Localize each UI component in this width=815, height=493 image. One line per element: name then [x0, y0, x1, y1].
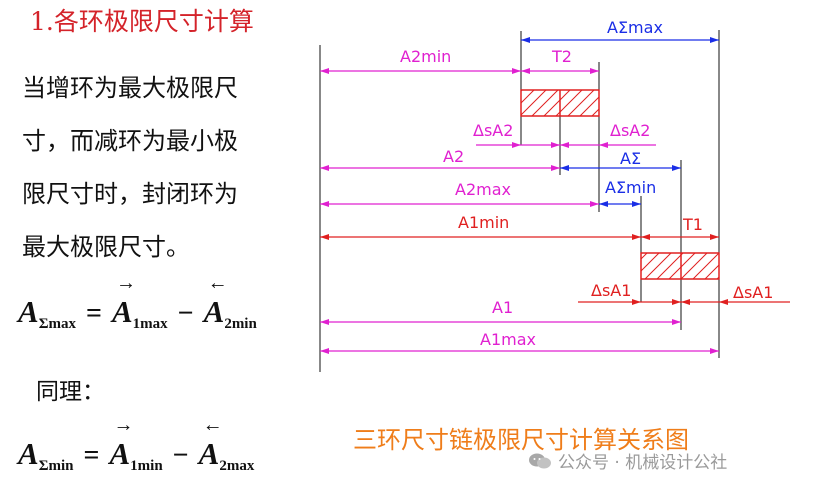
arrowhead-icon: [710, 348, 719, 354]
label-ds-a1-right: ΔsA1: [733, 283, 773, 302]
label-a-sigma-min: AΣmin: [605, 178, 656, 197]
paragraph-line-4: 最大极限尺寸。: [22, 233, 190, 261]
label-a-sigma-max: AΣmax: [607, 18, 663, 37]
label-a-sigma: AΣ: [620, 149, 641, 168]
formula-max: AΣmax = →A1max − ←A2min: [18, 272, 257, 333]
arrowhead-icon: [320, 348, 329, 354]
arrowhead-icon: [320, 201, 329, 207]
arrowhead-icon: [521, 37, 530, 43]
similarly-label: 同理：: [36, 379, 105, 405]
formula-min-term1: →A1min: [109, 414, 163, 474]
diagram-caption: 三环尺寸链极限尺寸计算关系图: [353, 426, 689, 454]
arrowhead-icon: [521, 68, 530, 74]
arrowhead-icon: [632, 299, 641, 305]
formula-min-equals: =: [83, 440, 100, 471]
decrease-arrow-icon: ←: [207, 272, 228, 294]
arrowhead-icon: [320, 68, 329, 74]
label-a2min: A2min: [400, 47, 451, 66]
arrowhead-icon: [560, 165, 569, 171]
label-ds-a2-left: ΔsA2: [473, 121, 513, 140]
formula-max-term1: →A1max: [111, 272, 168, 332]
watermark: 公众号 · 机械设计公社: [528, 448, 727, 473]
formula-min-term2: ←A2max: [198, 414, 255, 474]
arrowhead-icon: [681, 299, 690, 305]
arrowhead-icon: [710, 37, 719, 43]
formula-max-term2: ←A2min: [203, 272, 257, 332]
formula-max-lhs: AΣmax: [18, 294, 76, 332]
arrowhead-icon: [599, 142, 608, 148]
paragraph-line-3: 限尺寸时，封闭环为: [22, 180, 238, 208]
arrowhead-icon: [320, 165, 329, 171]
arrowhead-icon: [590, 201, 599, 207]
increase-arrow-icon: →: [115, 272, 136, 294]
arrowhead-icon: [641, 234, 650, 240]
arrowhead-icon: [551, 165, 560, 171]
label-a2max: A2max: [455, 180, 511, 199]
label-a1: A1: [492, 298, 513, 317]
label-a2: A2: [443, 147, 464, 166]
arrowhead-icon: [551, 142, 560, 148]
formula-max-minus: −: [177, 298, 194, 329]
formula-min-minus: −: [172, 440, 189, 471]
label-a1max: A1max: [480, 330, 536, 349]
label-a1min: A1min: [458, 213, 509, 232]
label-t1: T1: [682, 215, 703, 234]
wechat-icon: [529, 453, 551, 468]
label-t2: T2: [551, 47, 572, 66]
arrowhead-icon: [710, 234, 719, 240]
arrowhead-icon: [672, 165, 681, 171]
formula-max-equals: =: [86, 298, 102, 329]
formula-min: AΣmin = →A1min − ←A2max: [18, 414, 255, 475]
arrowhead-icon: [672, 299, 681, 305]
arrowhead-icon: [672, 319, 681, 325]
arrowhead-icon: [512, 68, 521, 74]
increase-arrow-icon: →: [113, 414, 134, 436]
explanation-paragraph: 当增环为最大极限尺 寸，而减环为最小极 限尺寸时，封闭环为 最大极限尺寸。: [22, 62, 287, 274]
label-ds-a2-right: ΔsA2: [610, 121, 650, 140]
arrowhead-icon: [560, 142, 569, 148]
paragraph-line-1: 当增环为最大极限尺: [22, 74, 238, 102]
decrease-arrow-icon: ←: [202, 414, 223, 436]
arrowhead-icon: [590, 68, 599, 74]
arrowhead-icon: [320, 319, 329, 325]
arrowhead-icon: [719, 299, 728, 305]
watermark-text: 公众号 · 机械设计公社: [558, 453, 728, 473]
arrowhead-icon: [320, 234, 329, 240]
arrowhead-icon: [632, 234, 641, 240]
arrowhead-icon: [632, 201, 641, 207]
section-title: 1.各环极限尺寸计算: [30, 7, 254, 36]
arrowhead-icon: [599, 201, 608, 207]
tolerance-zone-t1: [640, 252, 720, 280]
label-ds-a1-left: ΔsA1: [591, 281, 631, 300]
paragraph-line-2: 寸，而减环为最小极: [22, 127, 238, 155]
formula-min-lhs: AΣmin: [18, 436, 74, 474]
arrowhead-icon: [512, 142, 521, 148]
